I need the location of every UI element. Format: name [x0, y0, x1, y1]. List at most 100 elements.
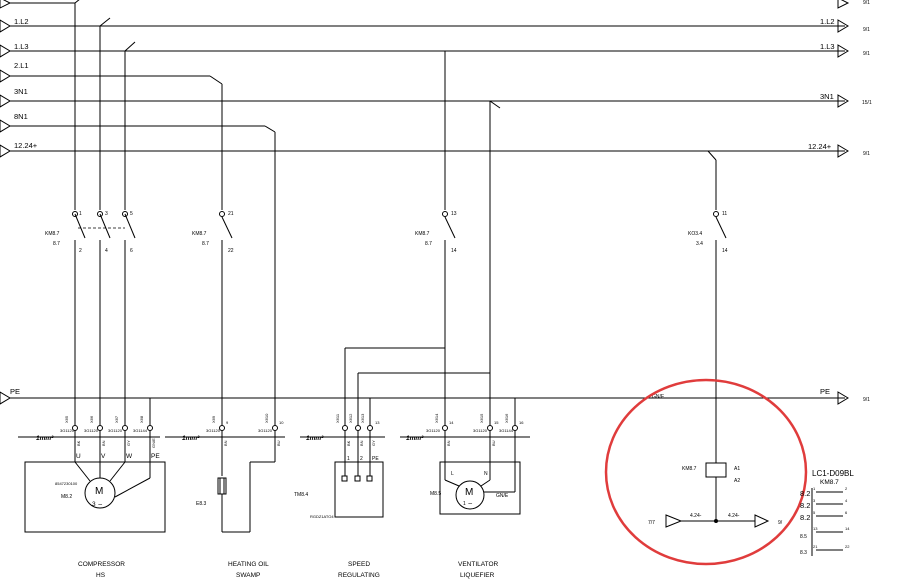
rail-1L3: 1.L3 1.L3 9/1: [0, 42, 870, 58]
speed-feed: [344, 347, 490, 425]
rail-1L2-label: 1.L2: [14, 17, 29, 26]
rail-12-24-label-right: 12.24+: [808, 142, 832, 151]
cable-size-comp: 1mm²: [36, 435, 54, 442]
coil-a2: A2: [734, 478, 740, 484]
cref-row5-ref: 8.3: [800, 550, 807, 556]
comp-u: U: [76, 453, 81, 460]
rail-8N1-label: 8N1: [14, 112, 28, 121]
cref-row1-a: 1: [813, 486, 816, 491]
wc-speed-bn: BN: [359, 440, 364, 446]
ventilator-unit: L N M 1 ~ GN/E M8.5 VENTILATOR LIQUEFIER: [430, 461, 521, 579]
km-main-t6: 6: [130, 248, 133, 254]
coil-right-label: 4.24-: [728, 513, 740, 519]
comp-part: 8547230100: [55, 481, 78, 486]
rail-1L3-ref: 9/1: [863, 51, 870, 57]
coil-a1: A1: [734, 466, 740, 472]
cable-c3: 3G1120: [108, 428, 123, 433]
vent-name: M8.5: [430, 491, 441, 497]
wc-vent-bu: BU: [491, 440, 496, 446]
comp-ac-symbol: ~: [98, 500, 103, 509]
rail-1L2-ref: 9/1: [863, 27, 870, 33]
rail-12-24: 12.24+ 12.24+ 9/1: [0, 141, 870, 158]
comp-name: M8.2: [61, 494, 72, 500]
term-x615: X615: [479, 413, 484, 423]
vent-n: N: [484, 471, 488, 477]
coil-unit: GN/E KM8.7 A1 A2 4.24- 4.24- 7/7 9/: [648, 394, 783, 528]
comp-pe: PE: [151, 453, 160, 460]
comp-title-2: HS: [96, 572, 106, 579]
vent-gnye: GN/E: [496, 493, 509, 499]
coil-left-label: 4.24-: [690, 513, 702, 519]
comp-w: W: [126, 453, 133, 460]
terminals-speed: X611 X612 X613 13: [335, 413, 380, 431]
rail-1L1: 9/1: [0, 0, 870, 9]
km-vent-top: 13: [451, 211, 457, 217]
cref-row4-ref: 8.5: [800, 534, 807, 540]
contact-km-main: 1 3 5 2 4 6 KM8.7 8.7: [45, 211, 136, 254]
speed-part: RGDZ1ATO4: [310, 514, 334, 519]
km-heat-top: 21: [228, 211, 234, 217]
km-main-t2: 2: [79, 248, 82, 254]
k-aux-ref: 3.4: [696, 241, 703, 247]
cref-row2-ref: 8.2: [800, 501, 810, 510]
coil-symbol: [705, 462, 727, 478]
term-13: 13: [375, 420, 380, 425]
rail-8N1: 8N1: [0, 112, 276, 133]
km-main-ref: 8.7: [53, 241, 60, 247]
rail-2L1: 2.L1: [0, 61, 223, 85]
coil-name: KM8.7: [682, 466, 697, 472]
cable-v1: 3G1120: [426, 428, 441, 433]
term-14: 14: [449, 420, 454, 425]
cref-row4-a: 13: [813, 526, 818, 531]
contact-km-vent: 13 14 KM8.7 8.7: [415, 211, 457, 254]
ventilator-motor-symbol: [455, 480, 485, 510]
heat-title-1: HEATING OIL: [228, 561, 269, 568]
coil-junction: [714, 519, 718, 523]
rail-3N1: 3N1 3N1 15/1: [0, 87, 872, 108]
term-x65: X65: [64, 415, 69, 423]
cref-row1-b: 2: [845, 486, 848, 491]
term-x67: X67: [114, 415, 119, 423]
heater-element-symbol: [217, 477, 227, 495]
contactor-title: LC1-D09BL: [812, 469, 854, 478]
km-main-t1: 1: [79, 211, 82, 217]
rail-3N1-ref: 15/1: [862, 100, 872, 106]
cref-row2-a: 3: [813, 498, 816, 503]
contact-km-heat: 21 22 KM8.7 8.7: [192, 211, 234, 254]
cref-row2-b: 4: [845, 498, 848, 503]
km-main-t3: 3: [105, 211, 108, 217]
aux-feed: 11 14 KO3.4 3.4: [688, 150, 728, 463]
rail-12-24-ref: 9/1: [863, 151, 870, 157]
term-x611: X611: [335, 413, 340, 423]
km-vent-name: KM8.7: [415, 231, 430, 237]
terminals-compressor: X65 X66 X67 X68 3G1120 3G1120 3G1120 3G1…: [60, 415, 153, 433]
rail-pe: PE PE 9/1: [0, 387, 870, 405]
km-vent-ref: 8.7: [425, 241, 432, 247]
vent-phase: 1: [463, 501, 466, 507]
term-x614: X614: [434, 413, 439, 423]
rail-pe-ref: 9/1: [863, 397, 870, 403]
cable-size-vent: 1mm²: [406, 435, 424, 442]
vent-l: L: [451, 471, 454, 477]
speed-pin-pe: PE: [372, 456, 379, 462]
vent-ac-symbol: ~: [468, 499, 473, 508]
k-aux-name: KO3.4: [688, 231, 702, 237]
k-aux-top: 11: [722, 211, 727, 217]
speed-name: TM8.4: [294, 492, 308, 498]
ventilator-feed: 13 14 KM8.7 8.7: [415, 51, 516, 425]
term-x66: X66: [89, 415, 94, 423]
cable-c1: 3G1120: [60, 428, 75, 433]
rail-2L1-label: 2.L1: [14, 61, 29, 70]
rail-pe-label: PE: [10, 387, 20, 396]
term-x616: X616: [504, 413, 509, 423]
coil-left-ref: 7/7: [648, 520, 655, 526]
cable-size-speed: 1mm²: [306, 435, 324, 442]
vent-title-2: LIQUEFIER: [460, 572, 495, 579]
k-aux-bot: 14: [722, 248, 728, 254]
cref-row3-b: 6: [845, 510, 848, 515]
terminals-heating: X69 X610 9 10 3G1120 3G1120: [206, 413, 284, 433]
wc-speed-gy: GY: [371, 440, 376, 446]
speed-title-2: REGULATING: [338, 572, 380, 579]
